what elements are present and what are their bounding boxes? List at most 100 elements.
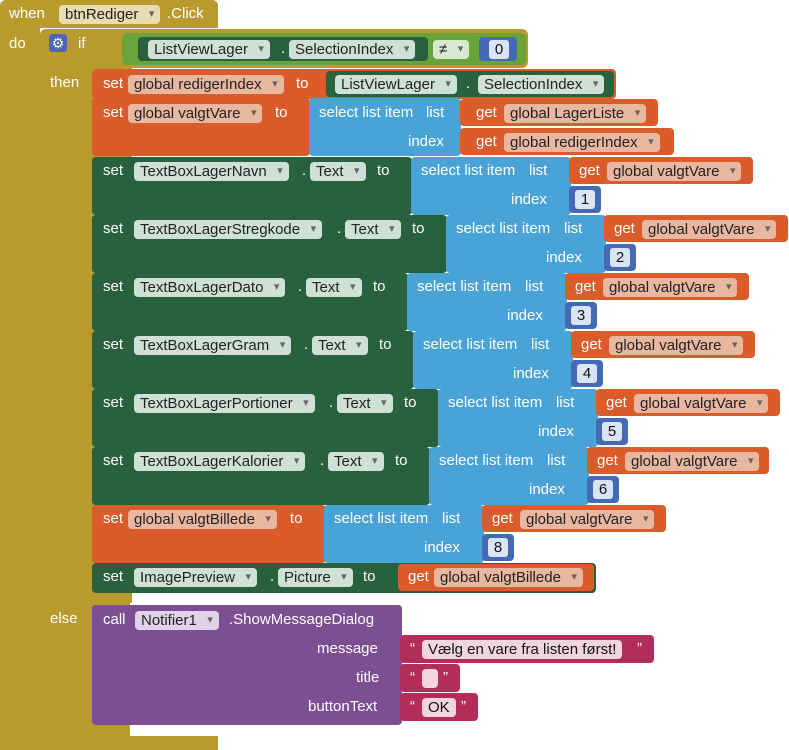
close-quote: ”	[461, 698, 466, 715]
if-bottom	[40, 720, 130, 740]
message-text-field[interactable]: Vælg en vare fra listen først!	[422, 640, 623, 659]
select-list-item-label: select list item	[319, 104, 414, 121]
select-list-item-block[interactable]	[446, 215, 606, 273]
open-quote: “	[410, 640, 415, 657]
setter-dot: .	[320, 452, 325, 469]
list-socket-label: list	[442, 510, 461, 527]
setter-dot: .	[270, 568, 275, 585]
set-keyword: set	[103, 568, 124, 585]
to-keyword: to	[373, 278, 386, 295]
get-keyword: get	[614, 220, 635, 237]
compare-operator-dropdown[interactable]: ≠	[433, 40, 470, 59]
select-list-item-label: select list item	[421, 162, 516, 179]
message-socket-label: message	[317, 640, 378, 657]
number-zero-value[interactable]: 0	[489, 40, 509, 59]
get-keyword: get	[597, 452, 618, 469]
index-socket-label: index	[546, 249, 582, 266]
index-socket-label: index	[511, 191, 547, 208]
select-list-item-block[interactable]	[413, 331, 573, 389]
setter-dot: .	[302, 162, 307, 179]
index-socket-label: index	[513, 365, 549, 382]
get-var-dropdown[interactable]: global valgtVare	[625, 452, 760, 471]
index-socket-label: index	[529, 481, 565, 498]
select-list-item-block[interactable]	[324, 505, 484, 563]
when-keyword: when	[9, 5, 45, 22]
index-number-value[interactable]: 6	[593, 480, 613, 499]
get-var-dropdown[interactable]: global valgtVare	[603, 278, 738, 297]
property-dropdown[interactable]: Text	[310, 162, 366, 181]
mutator-gear-icon[interactable]: ⚙	[49, 34, 67, 52]
set-keyword: set	[103, 336, 124, 353]
component-dropdown[interactable]: TextBoxLagerPortioner	[134, 394, 315, 413]
set-var-dropdown[interactable]: global redigerIndex	[128, 75, 284, 94]
to-keyword: to	[404, 394, 417, 411]
title-text-field[interactable]	[422, 669, 438, 688]
select-list-item-block[interactable]	[309, 98, 461, 156]
title-socket-label: title	[356, 669, 380, 686]
property-dropdown[interactable]: Text	[328, 452, 384, 471]
condition-component-dropdown[interactable]: ListViewLager	[148, 40, 270, 59]
select-list-item-block[interactable]	[407, 273, 567, 331]
set-keyword: set	[103, 220, 124, 237]
select-list-item-block[interactable]	[438, 389, 598, 447]
list-socket-label: list	[525, 278, 544, 295]
if-keyword: if	[78, 35, 86, 52]
component-dropdown[interactable]: ImagePreview	[134, 568, 258, 587]
set-var-dropdown[interactable]: global valgtVare	[128, 104, 263, 123]
close-quote: ”	[443, 669, 448, 686]
list-socket-label: list	[529, 162, 548, 179]
notifier-component-dropdown[interactable]: Notifier1	[135, 611, 219, 630]
index-number-value[interactable]: 4	[577, 364, 597, 383]
property-dropdown[interactable]: Text	[345, 220, 401, 239]
to-keyword: to	[290, 510, 303, 527]
get-var-dropdown[interactable]: global valgtVare	[642, 220, 777, 239]
property-dropdown[interactable]: Text	[306, 278, 362, 297]
get-var-dropdown[interactable]: global valgtVare	[609, 336, 744, 355]
index-number-value[interactable]: 2	[610, 248, 630, 267]
index-number-value[interactable]: 1	[575, 190, 595, 209]
component-dropdown[interactable]: TextBoxLagerGram	[134, 336, 292, 355]
select-list-item-label: select list item	[439, 452, 534, 469]
list-socket-label: list	[547, 452, 566, 469]
to-keyword: to	[363, 568, 376, 585]
set-var-dropdown[interactable]: global valgtBillede	[128, 510, 277, 529]
select-list-item-block[interactable]	[429, 447, 589, 505]
get-var-dropdown[interactable]: global redigerIndex	[504, 133, 660, 152]
list-socket-label: list	[564, 220, 583, 237]
method-name: .ShowMessageDialog	[229, 611, 375, 628]
component-dropdown[interactable]: TextBoxLagerDato	[134, 278, 286, 297]
to-keyword: to	[275, 104, 288, 121]
index-socket-label: index	[507, 307, 543, 324]
index-number-value[interactable]: 8	[488, 538, 508, 557]
property-dropdown[interactable]: Text	[312, 336, 368, 355]
get-keyword: get	[476, 133, 497, 150]
select-list-item-label: select list item	[448, 394, 543, 411]
select-list-item-block[interactable]	[411, 157, 571, 215]
get-var-dropdown[interactable]: global LagerListe	[504, 104, 647, 123]
else-keyword: else	[50, 610, 78, 627]
component-dropdown[interactable]: TextBoxLagerKalorier	[134, 452, 306, 471]
index-socket-label: index	[408, 133, 444, 150]
property-dropdown[interactable]: SelectionIndex	[478, 75, 605, 94]
get-var-dropdown[interactable]: global valgtVare	[520, 510, 655, 529]
index-number-value[interactable]: 5	[602, 422, 622, 441]
condition-property-dropdown[interactable]: SelectionIndex	[289, 40, 416, 59]
buttontext-text-field[interactable]: OK	[422, 698, 456, 717]
get-var-dropdown[interactable]: global valgtVare	[634, 394, 769, 413]
condition-dot: .	[281, 40, 286, 57]
get-var-dropdown[interactable]: global valgtBillede	[434, 568, 583, 587]
component-dropdown[interactable]: ListViewLager	[335, 75, 457, 94]
select-list-item-label: select list item	[423, 336, 518, 353]
property-dropdown[interactable]: Picture	[278, 568, 353, 587]
then-keyword: then	[50, 74, 80, 91]
select-list-item-label: select list item	[334, 510, 429, 527]
event-component-dropdown[interactable]: btnRediger	[59, 5, 161, 24]
select-list-item-label: select list item	[456, 220, 551, 237]
get-var-dropdown[interactable]: global valgtVare	[607, 162, 742, 181]
get-keyword: get	[579, 162, 600, 179]
property-dropdown[interactable]: Text	[337, 394, 393, 413]
event-name: .Click	[167, 5, 204, 22]
index-number-value[interactable]: 3	[571, 306, 591, 325]
component-dropdown[interactable]: TextBoxLagerStregkode	[134, 220, 323, 239]
component-dropdown[interactable]: TextBoxLagerNavn	[134, 162, 289, 181]
